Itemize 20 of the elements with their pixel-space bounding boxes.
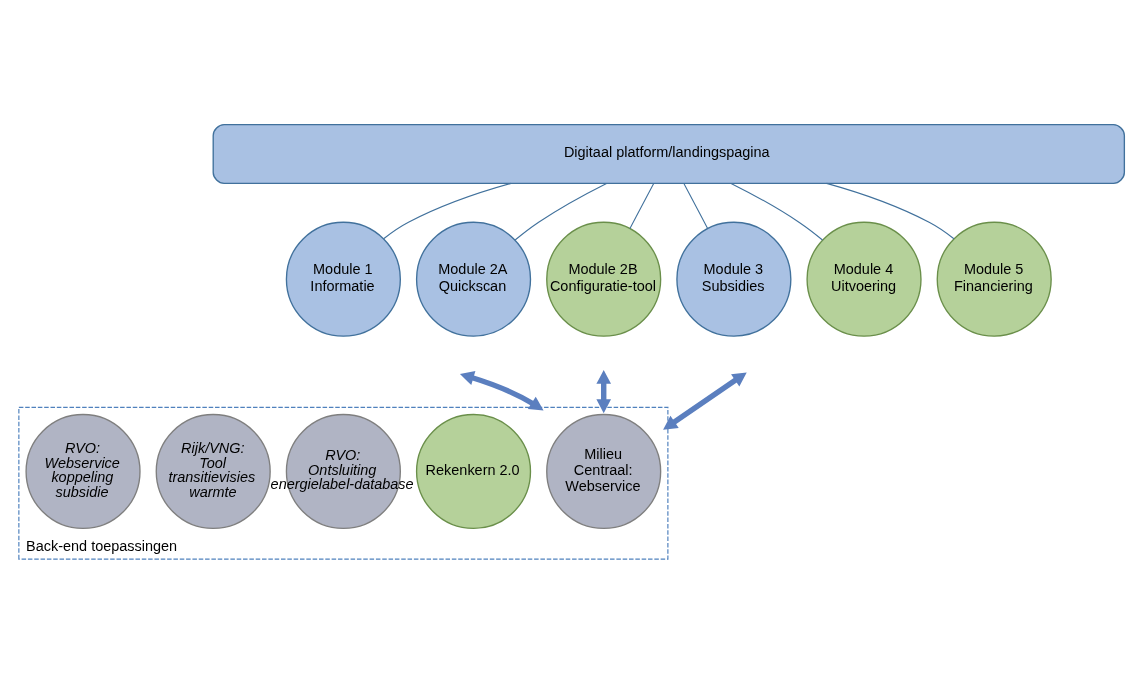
node-circle: RVO: Webservice koppeling subsidie: [25, 413, 141, 530]
node-circle: Module 1 Informatie: [285, 221, 401, 337]
connector: [514, 182, 608, 241]
arrow: [596, 369, 612, 414]
node-circle: Module 5 Financiering: [936, 221, 1052, 337]
node-circle: Milieu Centraal: Webservice: [546, 413, 662, 530]
connector: [826, 182, 955, 240]
node-box: Digitaal platform/landingspagina: [212, 123, 1126, 185]
node-circle: Module 2A Quickscan: [415, 221, 532, 337]
connector: [683, 183, 709, 230]
node-circle: Module 2B Configuratie-tool: [546, 221, 662, 337]
connector: [383, 182, 512, 240]
connector: [730, 182, 823, 241]
connector: [629, 183, 655, 230]
node-circle: Rekenkern 2.0: [415, 413, 532, 530]
node-circle: Rijk/VNG: Tool transitievisies warmte: [155, 413, 271, 530]
arrow: [459, 370, 544, 411]
node-circle: Module 3 Subsidies: [676, 221, 792, 337]
arrow: [663, 372, 747, 430]
node-circle: Module 4 Uitvoering: [806, 221, 922, 337]
